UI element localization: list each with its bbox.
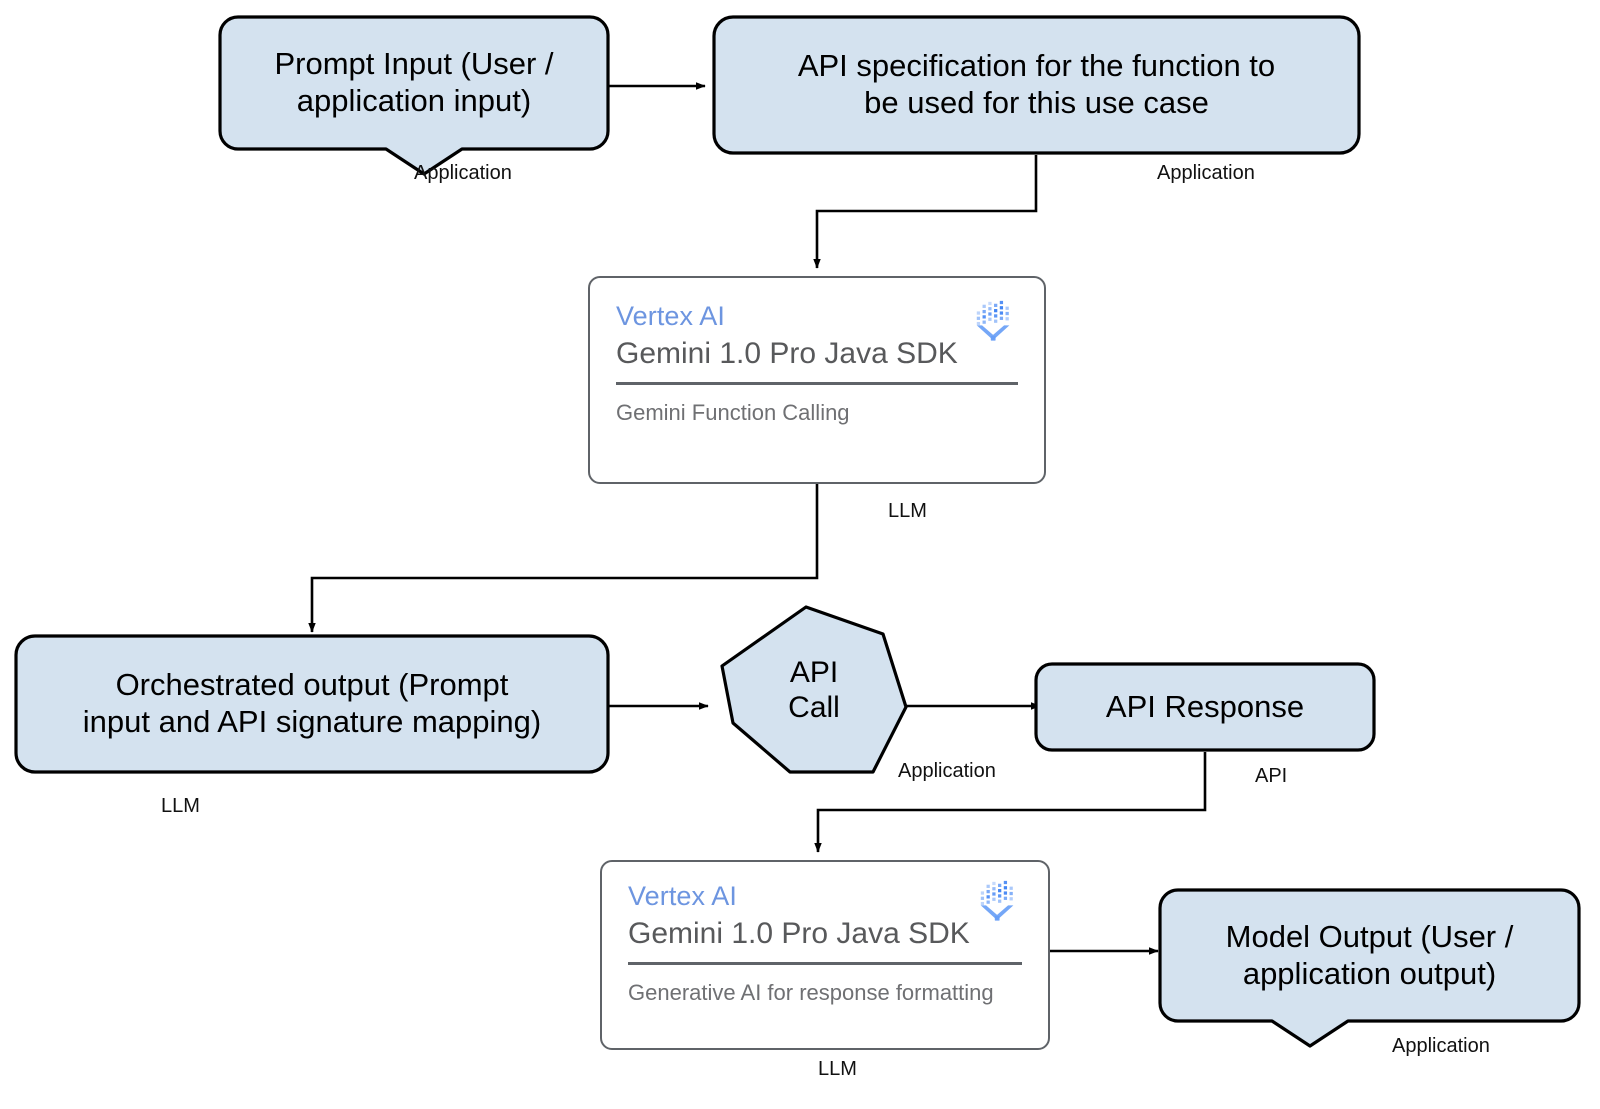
vertex-card-2-brand: Vertex AI bbox=[628, 881, 737, 911]
vertex-card-1-head: Vertex AI Gemini 1.0 Pro Java SDK bbox=[616, 300, 1018, 372]
swimlane-label-api-call: Application bbox=[898, 760, 996, 782]
shape-prompt-input[interactable] bbox=[218, 15, 610, 176]
vertex-card-1-title: Gemini 1.0 Pro Java SDK bbox=[616, 336, 958, 370]
shape-model-output[interactable] bbox=[1158, 888, 1581, 1048]
vertex-card-2-divider bbox=[628, 962, 1022, 966]
shape-api-spec[interactable] bbox=[712, 15, 1361, 155]
vertex-card-1-divider bbox=[616, 382, 1018, 386]
vertex-card-2-subtitle: Generative AI for response formatting bbox=[628, 980, 994, 1006]
swimlane-label-api-response: API bbox=[1255, 765, 1288, 787]
shape-api-call[interactable] bbox=[720, 605, 908, 774]
swimlane-label-vertex-card-1: LLM bbox=[888, 500, 927, 522]
edge-vertex-card-1-to-orchestrated-output bbox=[308, 484, 819, 633]
swimlane-label-prompt-input: Application bbox=[414, 162, 512, 184]
swimlane-label-orchestrated-output: LLM bbox=[161, 795, 200, 817]
vertex-card-2-title: Gemini 1.0 Pro Java SDK bbox=[628, 916, 970, 950]
vertex-card-1-subtitle: Gemini Function Calling bbox=[616, 400, 850, 426]
vertex-ai-card-generative-ai-formatting[interactable]: Vertex AI Gemini 1.0 Pro Java SDK bbox=[600, 860, 1050, 1050]
shape-orchestrated-output[interactable] bbox=[14, 634, 610, 774]
shape-api-response[interactable] bbox=[1034, 662, 1376, 752]
swimlane-label-vertex-card-2: LLM bbox=[818, 1058, 857, 1080]
vertex-ai-card-gemini-function-calling[interactable]: Vertex AI Gemini 1.0 Pro Java SDK bbox=[588, 276, 1046, 484]
vertex-ai-logo-icon bbox=[980, 880, 1014, 921]
vertex-card-2-head: Vertex AI Gemini 1.0 Pro Java SDK bbox=[628, 880, 1022, 952]
edge-api-response-to-vertex-card-2 bbox=[814, 752, 1207, 853]
vertex-ai-logo-icon bbox=[976, 300, 1010, 341]
edge-api-spec-to-vertex-card-1 bbox=[813, 155, 1038, 269]
vertex-card-1-brand: Vertex AI bbox=[616, 301, 725, 331]
swimlane-label-api-spec: Application bbox=[1157, 162, 1255, 184]
swimlane-label-model-output: Application bbox=[1392, 1035, 1490, 1057]
